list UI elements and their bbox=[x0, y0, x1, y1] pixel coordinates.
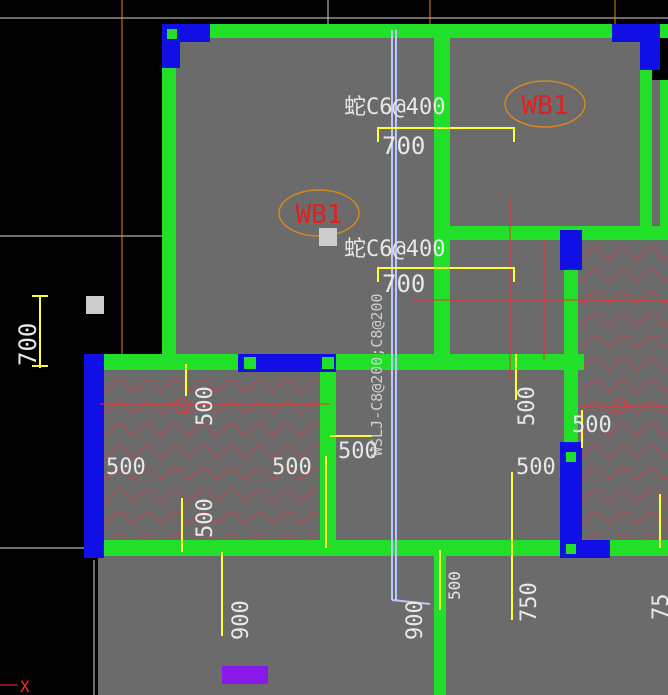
dimension-label: 500 bbox=[515, 386, 540, 426]
dimension-label: 75 bbox=[649, 594, 668, 621]
dimension-label: 700 bbox=[382, 132, 425, 160]
dimension-label: 900 bbox=[229, 600, 254, 640]
rebar-lines bbox=[32, 127, 661, 636]
columns bbox=[84, 24, 660, 558]
slab-hatching bbox=[102, 244, 668, 542]
column-markers bbox=[167, 29, 576, 554]
axis-bubble bbox=[612, 398, 628, 414]
dimension-label: 500 bbox=[572, 413, 612, 438]
dimension-label: 700 bbox=[14, 323, 42, 366]
dimension-label: 500 bbox=[193, 498, 218, 538]
rebar-spec-label: 蛇C6@400 bbox=[344, 237, 445, 262]
vertical-rebar-note: WSLJ-C8@200;C8@200 bbox=[368, 293, 386, 456]
axis-bubble bbox=[174, 398, 190, 414]
dimension-label: 500 bbox=[445, 571, 464, 600]
dimension-label: 500 bbox=[106, 455, 146, 480]
dimension-label: 500 bbox=[338, 439, 378, 464]
hatched-markers bbox=[86, 228, 337, 314]
dimension-label: 700 bbox=[382, 270, 425, 298]
slab-label-wb1: WB1 bbox=[296, 200, 343, 230]
purple-block bbox=[222, 666, 268, 684]
axis-lines bbox=[0, 200, 668, 686]
rebar-spec-label: 蛇C6@400 bbox=[344, 95, 445, 120]
dimension-label: 900 bbox=[403, 600, 428, 640]
dimension-label: 500 bbox=[272, 455, 312, 480]
text-labels: WB1 WB1 蛇C6@400 蛇C6@400 700 700 700 500 … bbox=[14, 91, 668, 695]
dimension-label: 500 bbox=[516, 455, 556, 480]
service-line bbox=[391, 30, 431, 605]
axis-x-label: X bbox=[20, 677, 30, 695]
dimension-label: 500 bbox=[193, 386, 218, 426]
dimension-label: 750 bbox=[517, 582, 542, 622]
beams bbox=[84, 24, 668, 695]
slab-label-wb1: WB1 bbox=[522, 91, 569, 121]
